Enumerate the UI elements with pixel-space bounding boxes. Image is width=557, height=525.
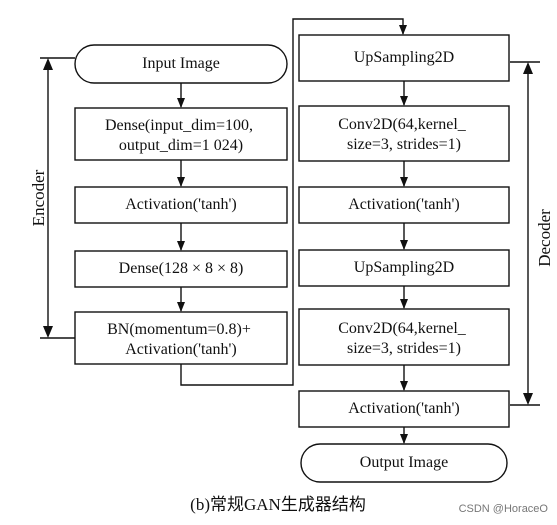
- node-text-line: UpSampling2D: [354, 259, 454, 276]
- svg-text:Dense(128 × 8 × 8): Dense(128 × 8 × 8): [119, 260, 244, 277]
- node-text-line: Input Image: [142, 55, 220, 72]
- svg-text:UpSampling2D: UpSampling2D: [354, 259, 454, 276]
- decoder-node-activation-2: Activation('tanh'): [298, 186, 510, 224]
- decoder-bracket: [510, 61, 540, 406]
- svg-text:Input Image: Input Image: [142, 55, 220, 72]
- encoder-node-activation-1: Activation('tanh'): [74, 186, 288, 224]
- encoder-node-dense-2: Dense(128 × 8 × 8): [74, 250, 288, 288]
- connector-encoder-to-decoder: [180, 18, 407, 386]
- svg-text:Conv2D(64,kernel_ size=3: Conv2D(64,kernel_ size=3, strides=1): [338, 320, 470, 357]
- svg-text:UpSampling2D: UpSampling2D: [354, 49, 454, 66]
- decoder-node-conv2d-1: Conv2D(64,kernel_ size=3, strides=1): [298, 105, 510, 162]
- node-text-line: Activation('tanh'): [125, 196, 237, 213]
- figure-caption: (b)常规GAN生成器结构: [190, 495, 366, 514]
- decoder-node-output-image: Output Image: [300, 443, 508, 483]
- decoder-label: Decoder: [535, 209, 554, 267]
- encoder-node-dense-1: Dense(input_dim=100, output_dim=1 024): [74, 107, 288, 161]
- encoder-label: Encoder: [29, 169, 48, 226]
- decoder-node-conv2d-2: Conv2D(64,kernel_ size=3, strides=1): [298, 308, 510, 366]
- svg-text:Activation('tanh'): Activation('tanh'): [125, 196, 237, 213]
- node-text-line: output_dim=1 024): [119, 137, 243, 154]
- encoder-node-input-image: Input Image: [74, 44, 288, 84]
- node-text-line: size=3, strides=1): [347, 136, 461, 153]
- node-text-line: Activation('tanh'): [348, 196, 460, 213]
- svg-text:Activation('tanh'): Activation('tanh'): [348, 196, 460, 213]
- node-text-line: size=3, strides=1): [347, 340, 461, 357]
- decoder-node-upsampling-2: UpSampling2D: [298, 249, 510, 287]
- node-text-line: Dense(128 × 8 × 8): [119, 260, 244, 277]
- node-text-line: Activation('tanh'): [125, 341, 237, 358]
- decoder-node-upsampling-1: UpSampling2D: [298, 34, 510, 82]
- encoder-node-bn-activation: BN(momentum=0.8)+ Activation('tanh'): [74, 311, 288, 365]
- node-text-line: Output Image: [360, 454, 448, 471]
- svg-text:Output Image: Output Image: [360, 454, 448, 471]
- node-text-line: BN(momentum=0.8)+: [107, 321, 251, 338]
- node-text-line: Dense(input_dim=100,: [105, 117, 253, 134]
- svg-text:BN(momentum=0.8)+ Activa: BN(momentum=0.8)+ Activation('tanh'): [107, 321, 255, 358]
- node-text-line: Conv2D(64,kernel_: [338, 320, 467, 337]
- svg-text:Dense(input_dim=100, out: Dense(input_dim=100, output_dim=1 024): [105, 117, 257, 154]
- decoder-node-activation-3: Activation('tanh'): [298, 390, 510, 428]
- node-text-line: Conv2D(64,kernel_: [338, 116, 467, 133]
- watermark-text: CSDN @HoraceO: [459, 503, 549, 515]
- node-text-line: Activation('tanh'): [348, 400, 460, 417]
- encoder-bracket: [40, 57, 75, 339]
- svg-text:Activation('tanh'): Activation('tanh'): [348, 400, 460, 417]
- node-text-line: UpSampling2D: [354, 49, 454, 66]
- svg-text:Conv2D(64,kernel_ size=3: Conv2D(64,kernel_ size=3, strides=1): [338, 116, 470, 153]
